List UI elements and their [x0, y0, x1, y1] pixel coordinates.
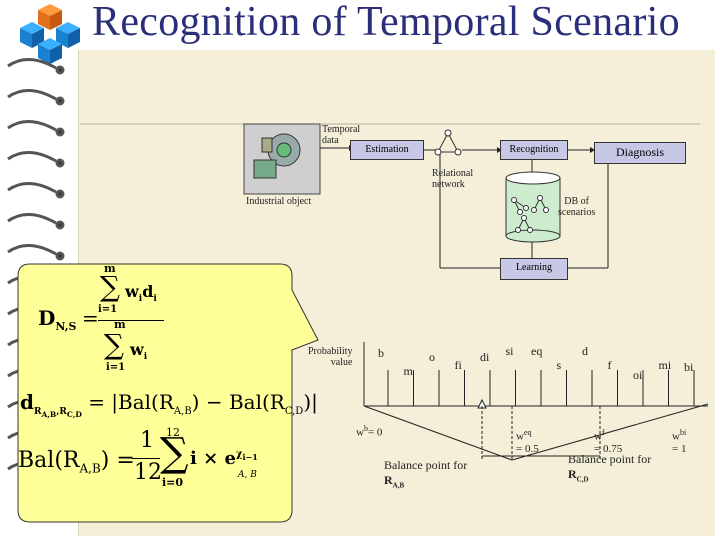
relation-label-eq: eq: [531, 344, 543, 358]
relation-label-si: si: [505, 344, 514, 358]
spiral-ring: [7, 244, 57, 256]
estimation-box: Estimation: [350, 140, 424, 160]
relational-network-label: Relational network: [432, 168, 474, 190]
weight-bi: wbi= 1: [672, 428, 687, 455]
sum2-bottom: i=0: [162, 476, 184, 489]
spiral-hole: [55, 189, 65, 199]
spiral-ring: [7, 213, 57, 225]
flow-lines: [320, 147, 609, 269]
relation-label-bi: bi: [684, 360, 694, 374]
db-cylinder: [505, 171, 561, 243]
fraction-denominator: 12: [134, 460, 162, 485]
weight-b: wb= 0: [356, 424, 383, 439]
denominator-expression: wi: [130, 340, 148, 363]
formula-callout: [17, 263, 319, 523]
chart-ylabel: Probability value: [308, 346, 353, 368]
sum2-sub: A, B: [238, 470, 257, 480]
sum-top-label: m: [104, 262, 116, 275]
fraction-numerator: 1: [140, 428, 154, 453]
spiral-hole: [55, 251, 65, 261]
spiral-hole: [55, 158, 65, 168]
temporal-data-label: Temporal data: [322, 124, 361, 146]
recognition-box: Recognition: [500, 140, 568, 160]
spiral-ring: [7, 182, 57, 194]
sum-symbol-2: ∑: [104, 328, 124, 361]
industrial-object-image: [243, 123, 321, 195]
sum-bottom-label-2: i=1: [106, 362, 126, 373]
relational-network-graph: [434, 129, 462, 156]
weight-f: wf= 0.75: [594, 428, 623, 455]
diagnosis-box: Diagnosis: [594, 142, 686, 164]
sum2-symbol: ∑: [160, 430, 189, 476]
relation-label-oi: oi: [633, 368, 643, 382]
numerator-expression: widi: [125, 282, 157, 305]
formula-dns-lhs: DN,S: [38, 306, 77, 333]
relation-label-fi: fi: [454, 358, 462, 372]
relation-label-f: f: [607, 358, 612, 372]
sum-top-label-2: m: [114, 318, 126, 331]
sum2-top: 12: [166, 426, 180, 439]
slide-title: Recognition of Temporal Scenario: [92, 0, 680, 45]
spiral-ring: [7, 151, 57, 163]
fraction-bar-2: [132, 458, 160, 459]
industrial-object-label: Industrial object: [246, 196, 312, 207]
relation-label-s: s: [556, 358, 562, 372]
relation-label-m: m: [403, 364, 413, 378]
relation-label-b: b: [378, 346, 384, 360]
spiral-ring: [7, 120, 57, 132]
fraction-bar: [98, 320, 164, 321]
spiral-hole: [55, 96, 65, 106]
relation-label-o: o: [429, 350, 435, 364]
logo-cubes-icon: [20, 4, 80, 64]
chart-area: [363, 342, 709, 461]
relation-label-mi: mi: [658, 358, 672, 372]
db-label: DB of scenarios: [558, 196, 596, 218]
spiral-ring: [7, 58, 57, 70]
sum2-body: i × eχi−1: [190, 448, 258, 469]
relation-label-di: di: [480, 350, 490, 364]
formula-eq: =: [82, 306, 99, 330]
learning-box: Learning: [500, 258, 568, 280]
spiral-hole: [55, 127, 65, 137]
relation-label-d: d: [582, 344, 588, 358]
sum-symbol: ∑: [100, 270, 120, 303]
weight-eq: weq= 0.5: [516, 428, 539, 455]
formula-balance-lhs: Bal(RA,B) =: [18, 448, 135, 476]
spiral-ring: [7, 89, 57, 101]
formula-distance: dRA,B,RC,D = |Bal(RA,B) − Bal(RC,D)|: [20, 390, 318, 419]
sum-bottom-label: i=1: [98, 304, 118, 315]
spiral-hole: [55, 220, 65, 230]
spiral-hole: [55, 65, 65, 75]
